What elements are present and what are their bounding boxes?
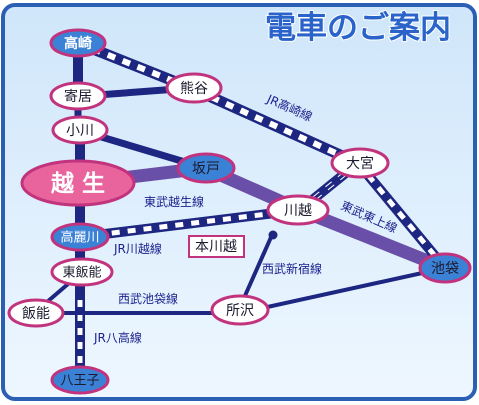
station-kumagaya[interactable]: 熊谷 <box>165 72 223 104</box>
map-title: 電車のご案内 <box>265 10 451 46</box>
station-ikebukuro-label: 池袋 <box>431 261 459 277</box>
station-honkawagoe-label: 本川越 <box>195 239 237 255</box>
jr-omiya-ikebukuro-line <box>354 159 449 272</box>
station-takasaki-label: 高崎 <box>64 35 92 52</box>
station-kawagoe[interactable]: 川越 <box>266 194 330 226</box>
station-ogawa[interactable]: 小川 <box>51 115 109 145</box>
station-sakado[interactable]: 坂戸 <box>176 152 236 184</box>
station-hachioji[interactable]: 八王子 <box>50 365 110 395</box>
station-tokorozawa-label: 所沢 <box>226 303 254 319</box>
map-frame <box>1 3 477 401</box>
station-hanno[interactable]: 飯能 <box>7 298 65 328</box>
label-seibu-ikebukuro: 西武池袋線 <box>118 291 178 306</box>
station-kumagaya-label: 熊谷 <box>180 81 208 97</box>
station-kawagoe-label: 川越 <box>284 203 312 219</box>
station-komagawa[interactable]: 高麗川 <box>50 222 110 252</box>
station-takasaki[interactable]: 高崎 <box>49 28 107 58</box>
label-jr-kawagoe: JR川越線 <box>113 241 162 256</box>
station-tokorozawa[interactable]: 所沢 <box>210 294 270 326</box>
honkawagoe-marker <box>268 230 278 240</box>
label-seibu-shinjuku: 西武新宿線 <box>262 261 322 276</box>
station-honkawagoe[interactable]: 本川越 <box>188 235 245 258</box>
station-yorii-label: 寄居 <box>64 88 92 105</box>
station-ikebukuro[interactable]: 池袋 <box>418 252 472 284</box>
label-jr-hachiko: JR八高線 <box>93 330 142 345</box>
station-hanno-label: 飯能 <box>22 305 50 322</box>
station-ogose-label: 越 生 <box>51 171 105 197</box>
station-sakado-label: 坂戸 <box>192 161 220 177</box>
station-hachioji-label: 八王子 <box>60 374 99 389</box>
station-yorii[interactable]: 寄居 <box>49 81 107 111</box>
station-ogose[interactable]: 越 生 <box>20 159 136 207</box>
station-higashihanno[interactable]: 東飯能 <box>50 257 114 287</box>
station-higashihanno-label: 東飯能 <box>62 265 101 281</box>
station-komagawa-label: 高麗川 <box>60 230 99 246</box>
label-tobu-ogose: 東武越生線 <box>144 194 204 209</box>
station-ogawa-label: 小川 <box>66 123 94 139</box>
station-omiya-label: 大宮 <box>346 156 374 172</box>
station-omiya[interactable]: 大宮 <box>330 147 390 179</box>
